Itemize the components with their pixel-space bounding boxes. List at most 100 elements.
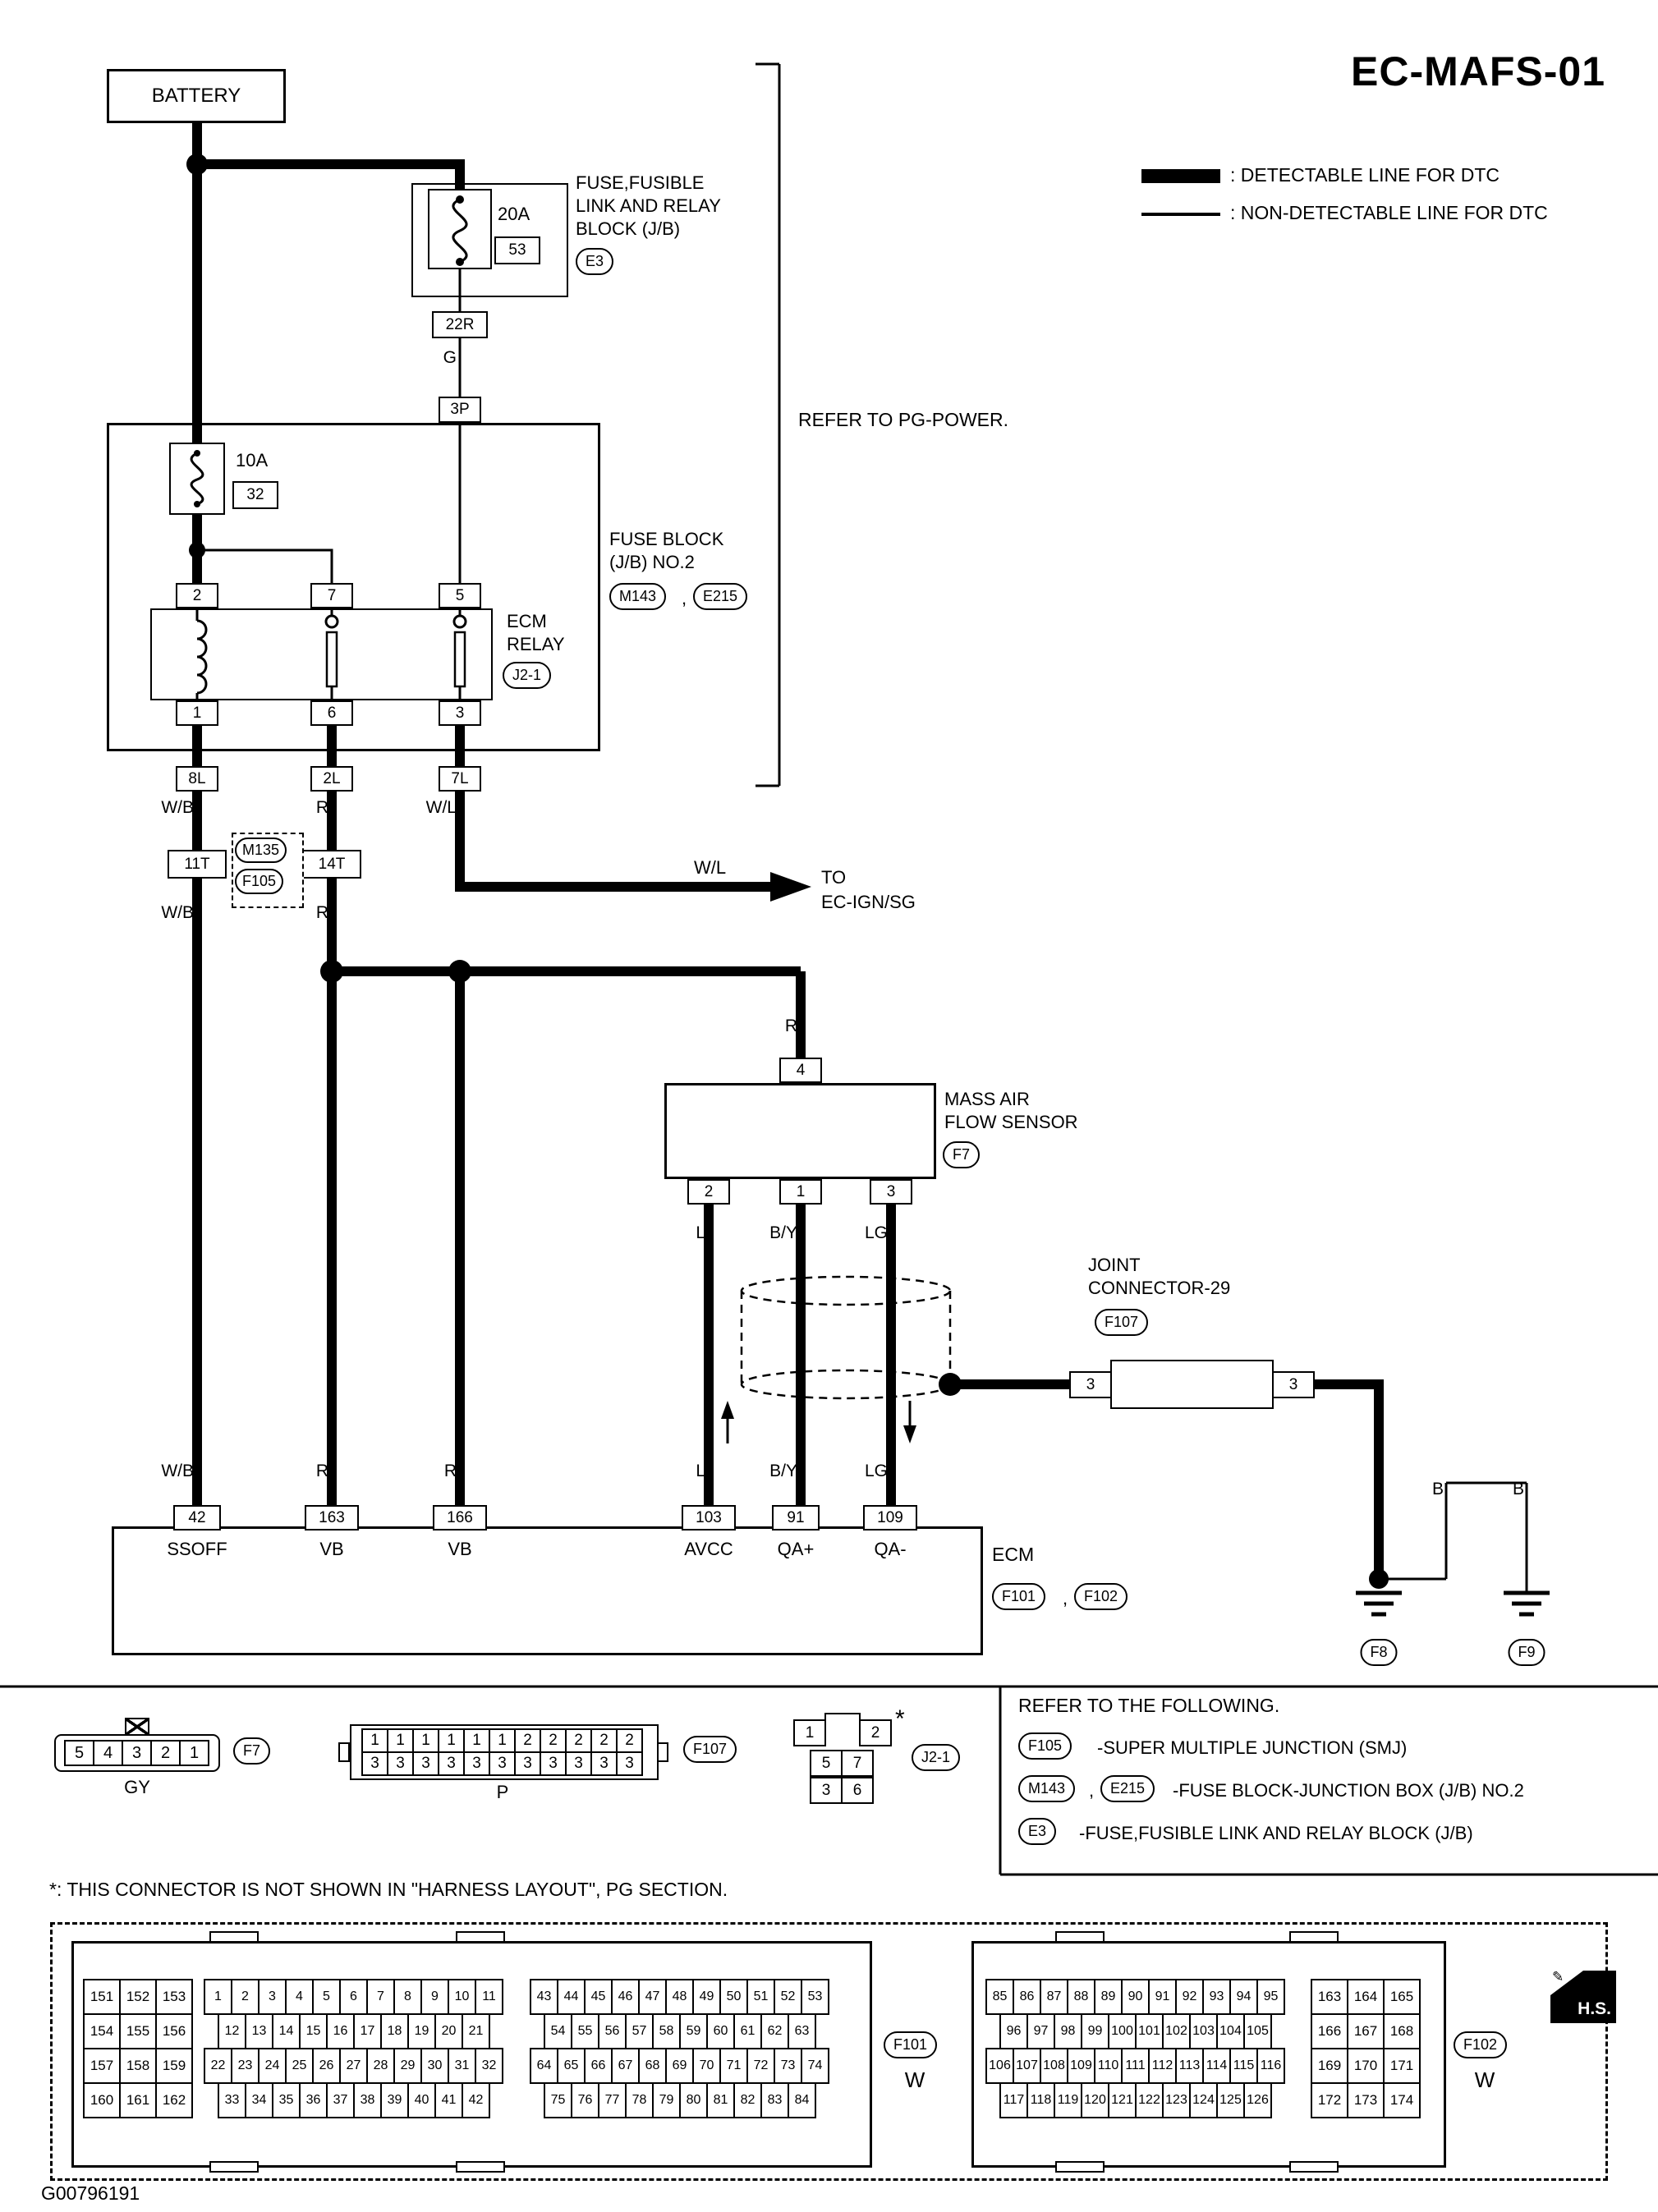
joint-label-1: JOINT <box>1088 1255 1141 1275</box>
pin-cell: 124 <box>1189 2082 1218 2118</box>
pin-11t-box: 11T <box>168 850 227 879</box>
pin-cell: 59 <box>679 2013 708 2049</box>
f101-view-tab <box>456 2161 505 2173</box>
ecm-pin-name: AVCC <box>684 1539 733 1559</box>
refer-following-title: REFER TO THE FOLLOWING. <box>1018 1695 1280 1716</box>
ecm-relay-label-1: ECM <box>507 611 547 631</box>
doc-id: G00796191 <box>41 2182 140 2204</box>
pin-cell: 5 <box>64 1740 94 1766</box>
pin-cell: 46 <box>611 1979 640 2015</box>
asterisk-note: *: THIS CONNECTOR IS NOT SHOWN IN "HARNE… <box>49 1879 728 1900</box>
pin-cell: 66 <box>584 2048 613 2084</box>
pin-cell: 155 <box>119 2013 157 2049</box>
pin-cell: 163 <box>1311 1979 1348 2015</box>
pin-cell: 69 <box>665 2048 694 2084</box>
pin-cell: 3 <box>387 1751 414 1776</box>
pin-cell: 108 <box>1040 2048 1068 2084</box>
pin-cell: 107 <box>1013 2048 1041 2084</box>
f102-view-body <box>971 1941 1446 2168</box>
pin-cell: 78 <box>625 2082 654 2118</box>
fuse-32-box: 32 <box>232 481 278 509</box>
pin-2l-box: 2L <box>310 766 353 792</box>
hs-logo-corner <box>1550 1971 1583 1995</box>
pin-cell: 3 <box>590 1751 618 1776</box>
relay-pin-box: 2 <box>176 583 218 608</box>
pin-cell: 173 <box>1347 2082 1385 2118</box>
shield-symbol <box>740 1275 952 1400</box>
f7-connector-color: GY <box>124 1777 150 1797</box>
pin-cell: 160 <box>83 2082 121 2118</box>
pin-cell: 53 <box>801 1979 829 2015</box>
diagram-title: EC-MAFS-01 <box>1351 48 1606 94</box>
fuse-block-box <box>107 423 600 751</box>
pin-cell: 44 <box>557 1979 586 2015</box>
f107-connector-tab <box>338 1742 350 1762</box>
pin-cell: 153 <box>155 1979 193 2015</box>
pin-cell: 12 <box>218 2013 246 2049</box>
fuse-53-box: 53 <box>494 236 540 264</box>
wire-label-b-2: B <box>1512 1480 1524 1498</box>
pin-cell: 152 <box>119 1979 157 2015</box>
ecm-relay-box <box>150 608 493 700</box>
pin-cell: 64 <box>530 2048 558 2084</box>
pin-cell: 37 <box>326 2082 355 2118</box>
pin-cell: 38 <box>353 2082 382 2118</box>
pin-cell: 7 <box>841 1750 874 1777</box>
pin-cell: 6 <box>339 1979 368 2015</box>
pin-cell: 117 <box>999 2082 1028 2118</box>
relay-pin-box: 3 <box>439 700 481 726</box>
arrows <box>721 872 916 1443</box>
pin-cell: 121 <box>1108 2082 1137 2118</box>
pin-cell: 68 <box>638 2048 667 2084</box>
ecm-wire-label: R <box>443 1462 457 1480</box>
pin-cell: 84 <box>788 2082 816 2118</box>
pin-cell: 116 <box>1256 2048 1285 2084</box>
connector-f107-footer-oval: F107 <box>683 1736 737 1763</box>
refer-following-item-2: -FUSE BLOCK-JUNCTION BOX (J/B) NO.2 <box>1173 1780 1524 1801</box>
pin-22r-box: 22R <box>432 311 488 338</box>
connector-f102-oval: F102 <box>1074 1583 1128 1610</box>
pin-cell: 50 <box>719 1979 748 2015</box>
ecm-wire-label: B/Y <box>769 1462 797 1480</box>
ecm-pin-box: 91 <box>772 1505 820 1531</box>
maf-pin-box: 1 <box>779 1179 822 1205</box>
f102-view-tab <box>1289 2161 1339 2173</box>
ecm-wire-label: W/B <box>161 1462 194 1480</box>
connector-m135-oval: M135 <box>235 838 287 863</box>
f102-view-tab <box>1055 1931 1105 1943</box>
wire-label-l: L <box>696 1223 705 1242</box>
ecm-box <box>112 1526 983 1655</box>
fusible-link-label-1: FUSE,FUSIBLE <box>576 172 705 193</box>
connector-j21-footer-oval: J2-1 <box>912 1744 961 1771</box>
pin-cell: 5 <box>312 1979 341 2015</box>
pin-cell: 88 <box>1067 1979 1095 2015</box>
fuse-20a-label: 20A <box>498 204 530 224</box>
connector-m143-oval: M143 <box>609 583 667 610</box>
f107-connector-color: P <box>496 1782 509 1802</box>
pin-cell: 167 <box>1347 2013 1385 2049</box>
maf-pin-box: 3 <box>870 1179 912 1205</box>
wire-label-wb: W/B <box>161 798 194 817</box>
pin-cell: 100 <box>1108 2013 1137 2049</box>
pin-cell: 19 <box>407 2013 436 2049</box>
pin-3p-box: 3P <box>439 397 481 423</box>
maf-pin-4-box: 4 <box>779 1058 822 1083</box>
pin-cell: 3 <box>122 1740 152 1766</box>
wire-label-wb-2: W/B <box>161 903 194 922</box>
connector-j21-oval: J2-1 <box>503 662 552 689</box>
pin-cell: 2 <box>514 1728 541 1753</box>
fusible-link-block-box <box>411 183 568 297</box>
pin-cell: 4 <box>93 1740 123 1766</box>
pin-cell: 1 <box>438 1728 465 1753</box>
